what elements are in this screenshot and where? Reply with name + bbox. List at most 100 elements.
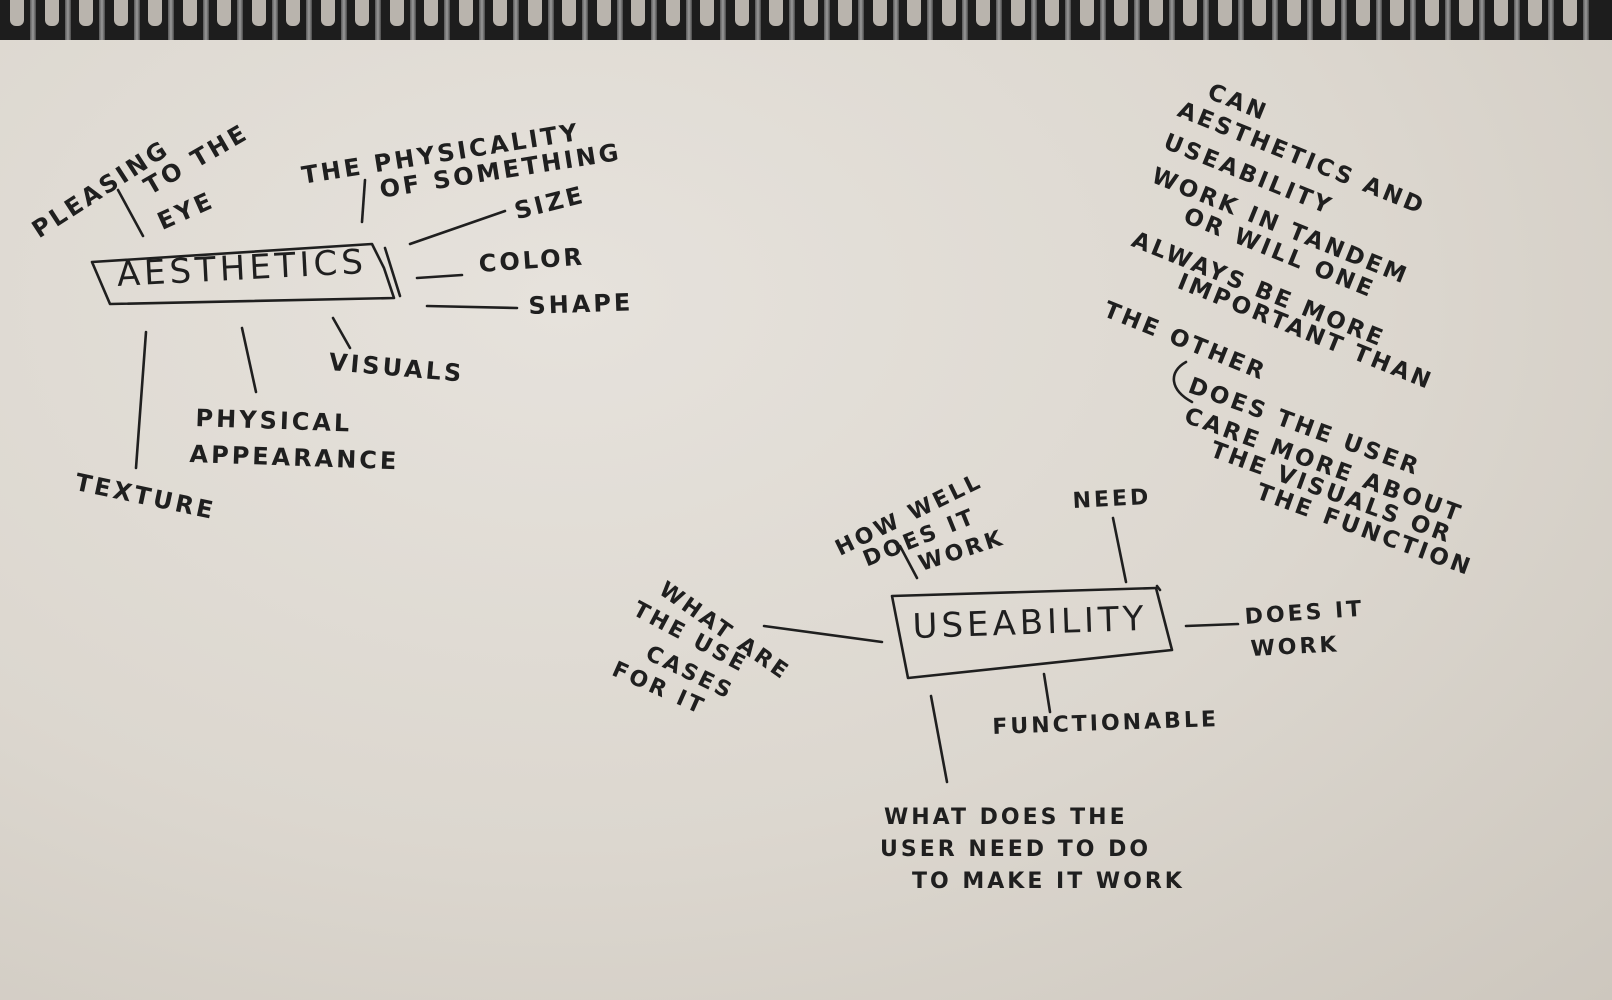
- spiral-hole: [631, 0, 645, 26]
- spiral-wire: [927, 0, 933, 40]
- spiral-wire: [1444, 0, 1451, 40]
- spiral-wire: [823, 0, 830, 40]
- spiral-wire: [858, 0, 864, 40]
- spiral-hole: [1045, 0, 1059, 26]
- spiral-wire: [961, 0, 968, 40]
- spiral-wire: [1410, 0, 1416, 40]
- branch-need: [1111, 516, 1128, 584]
- spiral-hole: [182, 0, 197, 26]
- spiral-wire: [1479, 0, 1485, 40]
- branch-does-it-work: [1184, 622, 1240, 628]
- spiral-wire: [133, 0, 140, 40]
- spiral-wire: [513, 0, 519, 40]
- spiral-hole: [1114, 0, 1128, 26]
- spiral-wire: [1548, 0, 1554, 40]
- spiral-hole: [1079, 0, 1094, 26]
- spiral-hole: [251, 0, 266, 26]
- branch-how-well: [898, 544, 919, 580]
- branch-functionable: [1042, 672, 1052, 714]
- branch-pleasing: [116, 188, 145, 238]
- label-user-need-2: USER NEED TO DO: [880, 837, 1152, 862]
- branch-physicality: [360, 178, 367, 224]
- spiral-hole: [1493, 0, 1508, 26]
- spiral-wire: [168, 0, 174, 40]
- spiral-wire: [64, 0, 71, 40]
- spiral-hole: [320, 0, 335, 26]
- spiral-wire: [30, 0, 36, 40]
- branch-user-need: [929, 694, 949, 784]
- spiral-wire: [789, 0, 795, 40]
- spiral-wire: [271, 0, 278, 40]
- spiral-hole: [1562, 0, 1577, 26]
- label-does-it-work-2: WORK: [1249, 632, 1341, 662]
- spiral-hole: [1183, 0, 1197, 26]
- spiral-hole: [1321, 0, 1335, 26]
- aesthetics-box: [90, 242, 396, 306]
- spiral-wire: [1513, 0, 1520, 40]
- spiral-hole: [1010, 0, 1025, 26]
- spiral-wire: [651, 0, 657, 40]
- spiral-hole: [1286, 0, 1301, 26]
- label-user-need-1: WHAT DOES THE: [884, 805, 1128, 830]
- spiral-hole: [1390, 0, 1404, 26]
- spiral-wire: [1341, 0, 1347, 40]
- spiral-binding: [0, 0, 1612, 40]
- branch-color: [415, 273, 464, 280]
- spiral-hole: [665, 0, 680, 26]
- spiral-hole: [976, 0, 990, 26]
- spiral-hole: [286, 0, 300, 26]
- spiral-hole: [424, 0, 438, 26]
- spiral-hole: [700, 0, 714, 26]
- spiral-wire: [99, 0, 105, 40]
- spiral-wire: [1237, 0, 1244, 40]
- spiral-hole: [872, 0, 887, 26]
- usability-title: USEABILITY: [911, 598, 1149, 647]
- spiral-hole: [734, 0, 749, 26]
- spiral-wire: [375, 0, 381, 40]
- spiral-hole: [493, 0, 507, 26]
- spiral-hole: [1528, 0, 1542, 26]
- spiral-wire: [409, 0, 416, 40]
- spiral-hole: [769, 0, 783, 26]
- spiral-hole: [1252, 0, 1266, 26]
- spiral-hole: [941, 0, 956, 26]
- spiral-wire: [1203, 0, 1209, 40]
- spiral-hole: [44, 0, 59, 26]
- note-bracket: [1172, 360, 1194, 404]
- spiral-wire: [1272, 0, 1278, 40]
- spiral-wire: [892, 0, 899, 40]
- spiral-hole: [838, 0, 852, 26]
- spiral-wire: [1134, 0, 1140, 40]
- usability-box: [890, 586, 1174, 680]
- spiral-hole: [562, 0, 576, 26]
- spiral-hole: [458, 0, 473, 26]
- spiral-hole: [907, 0, 921, 26]
- spiral-hole: [148, 0, 162, 26]
- branch-texture: [134, 330, 148, 470]
- spiral-wire: [340, 0, 347, 40]
- spiral-hole: [1355, 0, 1370, 26]
- branch-physical-appearance: [240, 326, 258, 394]
- branch-size: [408, 209, 507, 246]
- label-user-need-3: TO MAKE IT WORK: [912, 869, 1185, 894]
- label-physical: PHYSICAL: [195, 404, 353, 438]
- spiral-wire: [720, 0, 726, 40]
- spiral-hole: [79, 0, 93, 26]
- branch-use-cases: [762, 624, 884, 644]
- spiral-hole: [113, 0, 128, 26]
- spiral-hole: [10, 0, 24, 26]
- spiral-hole: [596, 0, 611, 26]
- spiral-wire: [1582, 0, 1589, 40]
- spiral-wire: [996, 0, 1002, 40]
- branch-shape: [425, 304, 519, 310]
- spiral-wire: [1375, 0, 1382, 40]
- spiral-hole: [1217, 0, 1232, 26]
- spiral-hole: [803, 0, 818, 26]
- spiral-hole: [1459, 0, 1473, 26]
- spiral-wire: [202, 0, 209, 40]
- spiral-hole: [355, 0, 369, 26]
- spiral-hole: [1424, 0, 1439, 26]
- spiral-wire: [685, 0, 692, 40]
